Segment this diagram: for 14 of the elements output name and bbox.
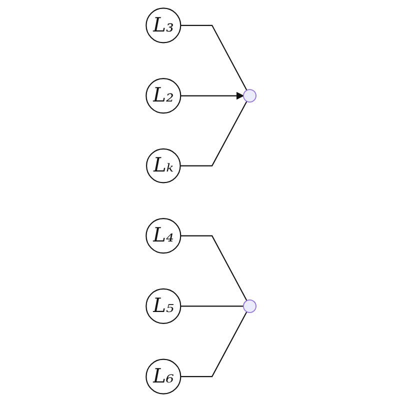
connector [180, 235, 248, 301]
node-circle [242, 89, 256, 103]
node-circle [242, 299, 256, 313]
node-circle: L₃ [146, 8, 182, 44]
node-circle: L₄ [146, 218, 182, 254]
connector [180, 101, 248, 166]
node-circle: Lₖ [146, 148, 181, 184]
node-circle: L₂ [146, 78, 182, 114]
connector [180, 311, 248, 378]
connector [180, 24, 248, 90]
arrow [180, 92, 244, 100]
node-circle: L₆ [146, 358, 182, 394]
node-circle: L₅ [146, 288, 182, 324]
connector [180, 306, 244, 307]
